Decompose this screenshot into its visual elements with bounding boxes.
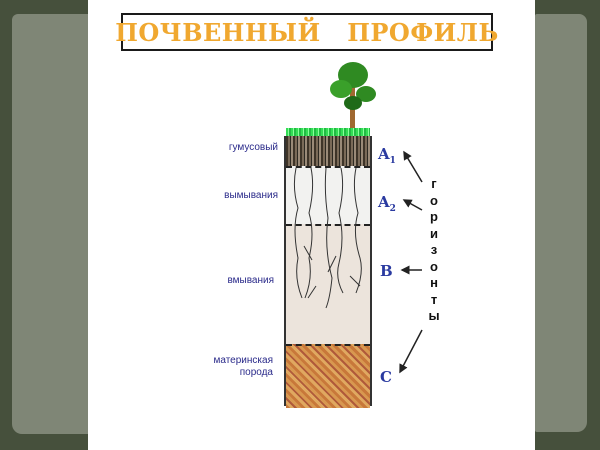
layer-illuvial: [286, 224, 370, 346]
grass: [286, 128, 370, 136]
label-eluvial: вымывания: [224, 190, 278, 201]
tree-trunk: [350, 86, 355, 136]
horizons-vertical-label: г о р и з о н т ы: [428, 176, 440, 323]
tree-canopy: [344, 96, 362, 110]
label-humus: гумусовый: [228, 142, 278, 153]
label-illuvial: вмывания: [227, 275, 274, 286]
layer-parent-rock: [286, 344, 370, 408]
horizon-b: B: [380, 262, 393, 280]
tree-canopy: [330, 80, 352, 98]
roots-icon: [293, 167, 362, 309]
slide-background-left: [12, 14, 92, 434]
title-box: ПОЧВЕННЫЙ ПРОФИЛЬ: [115, 13, 498, 51]
slide-title: ПОЧВЕННЫЙ ПРОФИЛЬ: [115, 17, 499, 47]
horizon-c: C: [380, 368, 392, 386]
horizon-a2: A2: [378, 193, 396, 214]
tree-canopy: [356, 86, 376, 102]
layer-humus: [286, 136, 370, 166]
soil-profile: [284, 136, 372, 408]
horizon-a1: A1: [378, 145, 396, 166]
label-parent-rock: материнская порода: [213, 355, 274, 378]
slide-background-right: [535, 14, 587, 432]
